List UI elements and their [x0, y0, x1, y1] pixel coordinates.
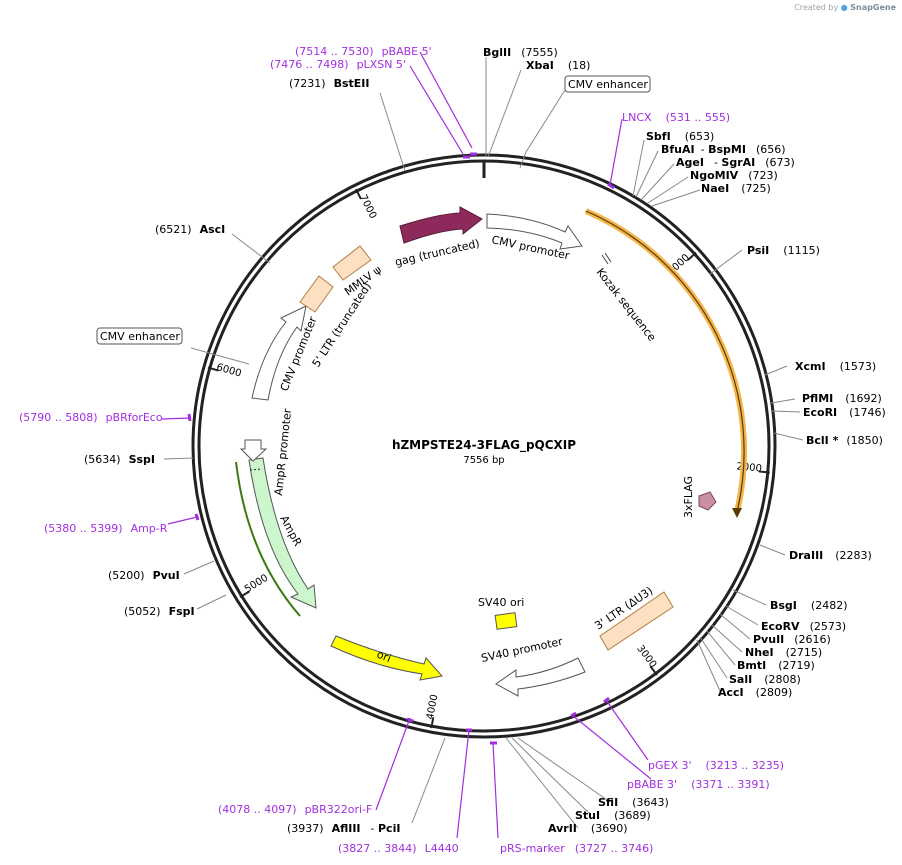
enzyme-label: PsiI(1115) [747, 244, 820, 257]
ampr-promoter-arrow [239, 439, 268, 462]
scale-tick-label: 7000 [357, 193, 378, 221]
cmv-enhancer-top-label: CMV enhancer [568, 78, 648, 91]
scale-tick [758, 470, 770, 474]
primer-labels: (7514 .. 7530)pBABE 5' (7476 .. 7498)pLX… [19, 45, 784, 855]
enzyme-label: NaeI(725) [701, 182, 771, 195]
primer-label: pRS-marker(3727 .. 3746) [500, 842, 653, 855]
ori-label: ori [375, 648, 393, 665]
scale-tick [207, 366, 219, 372]
primer-label: (7514 .. 7530)pBABE 5' [295, 45, 432, 58]
primer-leader-lines [161, 51, 652, 839]
scale-tick-label: 3000 [634, 643, 658, 670]
primer-label: (5790 .. 5808)pBRforEco [19, 411, 163, 424]
cmv-enhancer-top-box: CMV enhancer [564, 75, 651, 93]
scale-tick-label: 5000 [243, 573, 270, 596]
plasmid-name: hZMPSTE24-3FLAG_pQCXIP [392, 438, 576, 453]
enzyme-label: BfuAI- BspMI(656) [661, 143, 786, 156]
snapgene-logo-icon: ● [840, 3, 848, 12]
sv40-ori-feature [494, 612, 518, 630]
enzyme-label: BglII(7555) [483, 46, 558, 59]
enzyme-label: NheI(2715) [745, 646, 822, 659]
enzyme-label: NgoMIV(723) [690, 169, 778, 182]
scale-tick-label: 4000 [425, 694, 440, 721]
enzyme-label: SbfI(653) [646, 130, 714, 143]
scale-tick [430, 717, 435, 729]
enzyme-label: (7231)BstEII [289, 77, 369, 90]
scale-tick-label: 6000 [215, 362, 242, 380]
enzyme-label: (6521)AscI [155, 223, 225, 236]
enzyme-label: EcoRI(1746) [803, 406, 886, 419]
plasmid-length: 7556 bp [463, 455, 504, 466]
credit-brand: SnapGene [850, 3, 896, 12]
primer-label: (3827 .. 3844)L4440 [338, 842, 459, 855]
cmv-enhancer-left-label: CMV enhancer [100, 330, 180, 343]
sv40-promoter-label: SV40 promoter [480, 635, 564, 665]
scale-tick [355, 188, 362, 200]
enzyme-label: EcoRV(2573) [761, 620, 846, 633]
primer-label: (7476 .. 7498)pLXSN 5' [270, 58, 406, 71]
enzyme-label: DraIII(2283) [789, 549, 872, 562]
enzyme-label: AvrII(3690) [548, 822, 627, 835]
ampr-feature-arrow [248, 457, 317, 609]
primer-label: (5380 .. 5399)Amp-R [44, 522, 168, 535]
cmv-enhancer-left-box: CMV enhancer [96, 327, 183, 345]
enzyme-label: BclI *(1850) [806, 434, 883, 447]
orf-highlight-band [584, 208, 748, 513]
primer-label: (4078 .. 4097)pBR322ori-F [218, 803, 372, 816]
scale-tick [687, 251, 697, 261]
primer-label: pGEX 3'(3213 .. 3235) [648, 759, 784, 772]
orf-highlight-line [585, 210, 745, 513]
gag-feature-arrow [399, 206, 483, 244]
enzyme-label: BsgI(2482) [770, 599, 847, 612]
scale-tick [239, 590, 250, 598]
enzyme-label: XcmI(1573) [795, 360, 876, 373]
primer-label: LNCX(531 .. 555) [622, 111, 730, 124]
enzyme-label: (5200)PvuI [108, 569, 180, 582]
ori-feature-arrow [330, 635, 443, 681]
kozak-label: Kozak sequence [594, 266, 659, 344]
enzyme-label: AgeI- SgrAI(673) [676, 156, 795, 169]
enzyme-label: StuI(3689) [575, 809, 651, 822]
snapgene-credit: Created by ● SnapGene [794, 3, 896, 12]
primer-label: pBABE 3'(3371 .. 3391) [627, 778, 770, 791]
primer-binding-marks [187, 152, 615, 745]
enzyme-label: XbaI(18) [526, 59, 590, 72]
ltr3-feature [599, 591, 674, 651]
kozak-marker [601, 254, 609, 265]
flag-label: 3xFLAG [682, 476, 695, 518]
enzyme-label: AccI(2809) [718, 686, 792, 699]
enzyme-label: SalI(2808) [729, 673, 801, 686]
orf-arrowhead-icon [732, 508, 742, 518]
enzyme-label: PflMI(1692) [802, 392, 882, 405]
scale-tick-label: 2000 [736, 461, 762, 474]
cmv-promoter-top-arrow [486, 213, 583, 250]
credit-prefix: Created by [794, 3, 839, 12]
leader-lines [163, 57, 804, 829]
enzyme-labels: BglII(7555) XbaI(18) SbfI(653) BfuAI- Bs… [84, 46, 886, 835]
ltr5-feature [299, 275, 334, 313]
enzyme-label: (5052)FspI [124, 605, 195, 618]
sv40-ori-label: SV40 ori [478, 596, 524, 609]
ampr-promoter-label: AmpR promoter [272, 408, 294, 497]
enzyme-label: (3937)AflIII- PciI [287, 822, 400, 835]
enzyme-label: SfiI(3643) [598, 796, 669, 809]
mmlv-psi-feature [332, 245, 372, 281]
backbone-outer-ring [191, 153, 777, 739]
enzyme-label: (5634)SspI [84, 453, 155, 466]
enzyme-label: BmtI(2719) [737, 659, 815, 672]
flag-feature-arrow [698, 491, 717, 511]
ampr-highlight-line [235, 461, 301, 617]
scale-tick [649, 665, 658, 676]
enzyme-label: PvuII(2616) [753, 633, 831, 646]
sv40-promoter-arrow [495, 657, 586, 697]
